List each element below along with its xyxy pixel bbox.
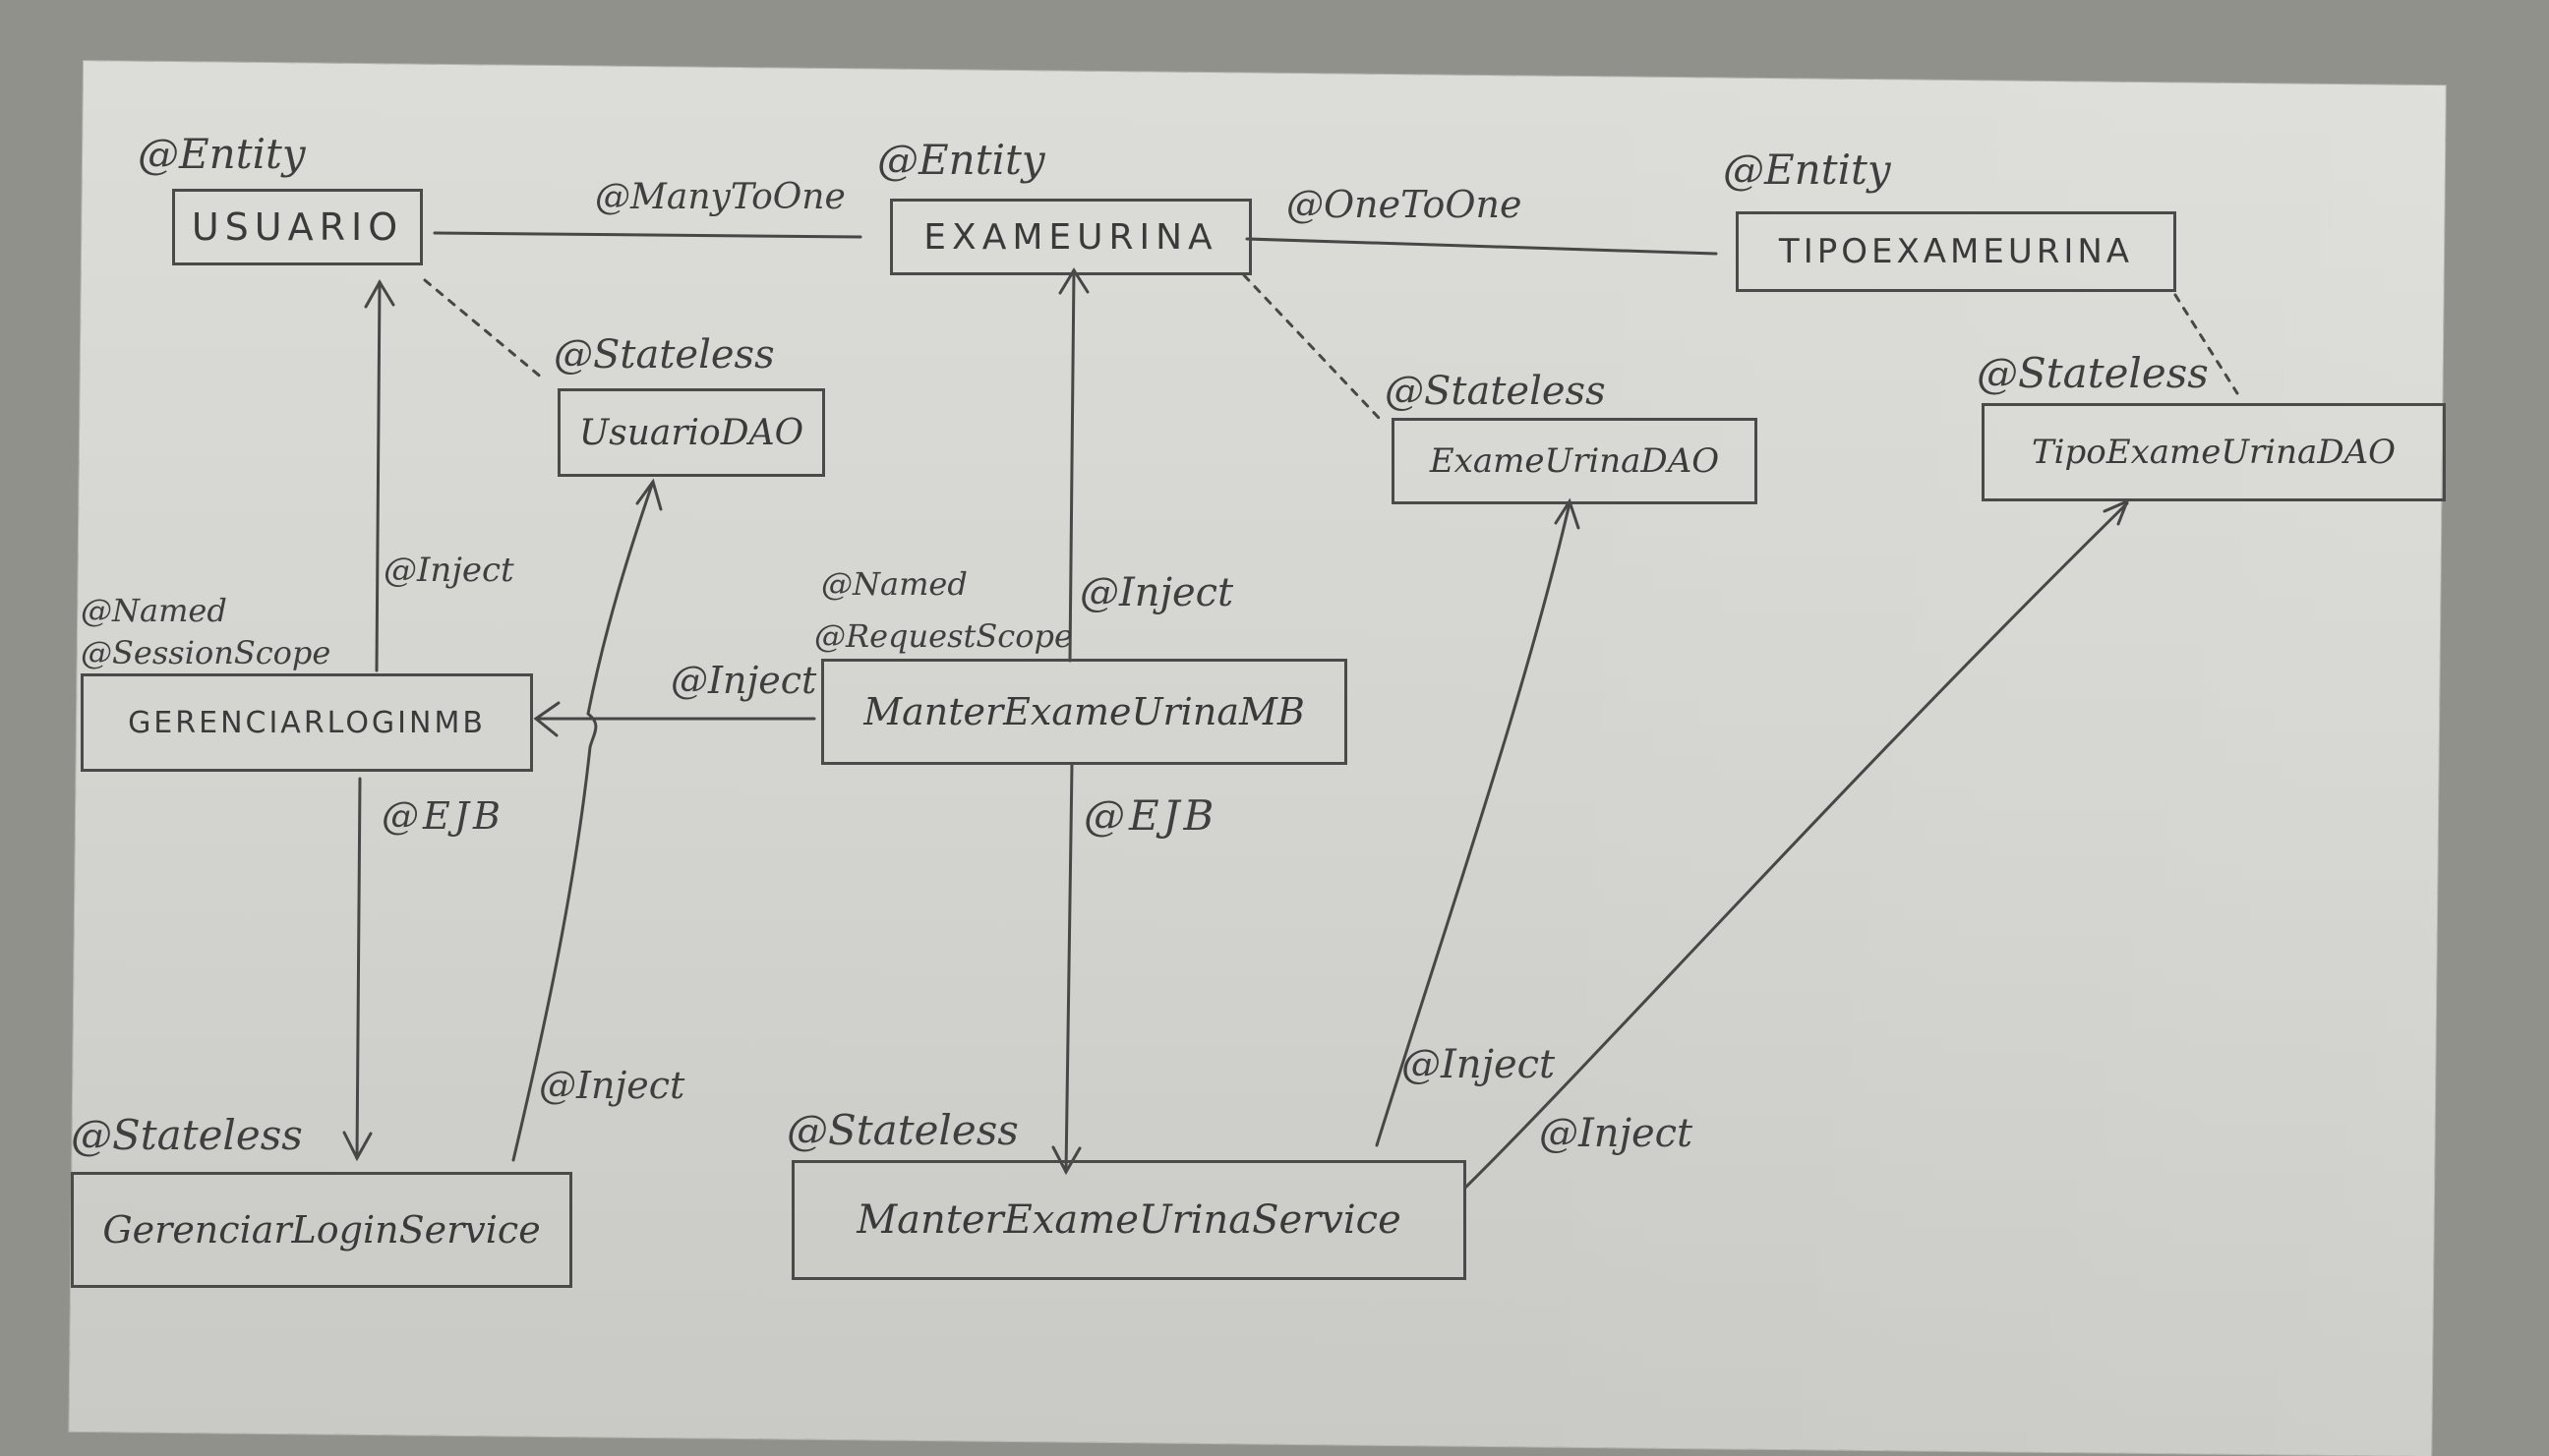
exameurina-annotation: @Entity bbox=[877, 136, 1045, 184]
exameurina-node: EXAMEURINA bbox=[890, 199, 1252, 275]
edge-label-many-to-one: @ManyToOne bbox=[595, 177, 846, 217]
gerenciar-login-service-node: GerenciarLoginService bbox=[71, 1172, 572, 1288]
edge-label-ejb-manter: @EJB bbox=[1084, 791, 1218, 840]
arrowhead-login-mb bbox=[533, 701, 561, 737]
arrowhead-tipo-dao bbox=[2103, 498, 2130, 526]
gerenciar-login-mb-node: GERENCIARLOGINMB bbox=[81, 673, 533, 772]
edge-label-inject-login-usuario: @Inject bbox=[384, 551, 514, 590]
tipo-exame-urina-dao-annotation: @Stateless bbox=[1977, 349, 2209, 397]
tipo-exame-urina-dao-node: TipoExameUrinaDAO bbox=[1982, 403, 2446, 501]
manter-mb-annotation-scope: @RequestScope bbox=[814, 617, 1073, 655]
usuario-dao-node: UsuarioDAO bbox=[558, 388, 825, 477]
arrowhead-exameurina bbox=[1058, 267, 1090, 295]
edge-manter-mb-to-service bbox=[1064, 763, 1074, 1174]
login-mb-annotation-named: @Named bbox=[81, 592, 227, 629]
edge-manter-service-to-exame-dao bbox=[1375, 501, 1571, 1147]
login-mb-annotation-scope: @SessionScope bbox=[81, 634, 331, 671]
manter-service-annotation: @Stateless bbox=[787, 1106, 1019, 1154]
usuario-node: USUARIO bbox=[172, 189, 423, 265]
login-service-annotation: @Stateless bbox=[71, 1111, 303, 1159]
edge-label-inject-login-service: @Inject bbox=[539, 1064, 685, 1107]
edge-exameurina-tipo bbox=[1245, 237, 1718, 256]
usuario-dao-annotation: @Stateless bbox=[554, 332, 775, 378]
arrowhead-usuario-dao bbox=[635, 478, 663, 511]
edge-usuario-exameurina bbox=[433, 231, 862, 239]
edge-login-mb-to-service bbox=[355, 777, 362, 1160]
arrowhead-login-service bbox=[342, 1131, 373, 1162]
edge-manter-mb-to-exameurina bbox=[1068, 268, 1076, 663]
exame-urina-dao-annotation: @Stateless bbox=[1385, 369, 1606, 414]
edge-label-inject-manter-login: @Inject bbox=[671, 659, 817, 702]
manter-mb-annotation-named: @Named bbox=[821, 565, 968, 603]
edge-exameurina-dao-dotted bbox=[1242, 273, 1381, 420]
edge-label-ejb-login: @EJB bbox=[382, 794, 504, 838]
tipoexameurina-node: TIPOEXAMEURINA bbox=[1736, 211, 2176, 292]
edge-tipo-dao-dotted bbox=[2173, 293, 2239, 395]
edge-label-inject-manter-exame-dao: @Inject bbox=[1401, 1042, 1556, 1087]
exame-urina-dao-node: ExameUrinaDAO bbox=[1392, 418, 1757, 504]
manter-exame-urina-service-node: ManterExameUrinaService bbox=[792, 1160, 1466, 1280]
edge-login-service-to-usuario-dao bbox=[511, 480, 655, 1162]
usuario-annotation: @Entity bbox=[138, 130, 306, 178]
edge-label-one-to-one: @OneToOne bbox=[1286, 183, 1522, 226]
edge-label-inject-manter-exameurina: @Inject bbox=[1080, 570, 1234, 615]
arrowhead-manter-service bbox=[1051, 1145, 1082, 1176]
edge-usuario-dao-dotted bbox=[423, 278, 545, 380]
tipoexameurina-annotation: @Entity bbox=[1723, 146, 1891, 194]
edge-login-mb-to-usuario bbox=[375, 280, 382, 672]
edge-label-inject-manter-tipo-dao: @Inject bbox=[1539, 1111, 1693, 1156]
edge-manter-service-to-tipo-dao bbox=[1463, 501, 2129, 1190]
manter-exame-urina-mb-node: ManterExameUrinaMB bbox=[821, 659, 1347, 765]
arrowhead-usuario bbox=[364, 279, 395, 309]
